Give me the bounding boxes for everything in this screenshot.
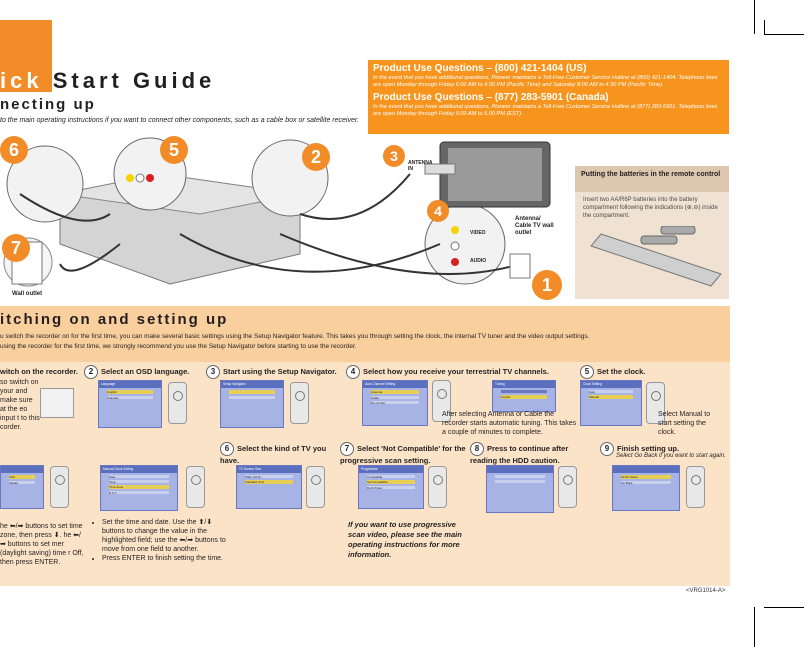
clock-instruction: Set the time and date. Use the ⬆/⬇ butto… [102,518,234,554]
time-zone-instructions: he ⬅/➡ buttons to set time zone, then pr… [0,523,84,566]
battery-text: Insert two AA/R6P batteries into the bat… [583,197,718,219]
progressive-note: If you want to use progressive scan vide… [348,520,462,559]
antenna-wall-outlet-label: Antenna/ Cable TV wall outlet [515,216,554,236]
antenna-in-label: ANTENNA IN [408,160,433,172]
connection-diagram [3,137,551,287]
crop-mark [764,34,804,35]
us-heading: Product Use Questions – (800) 421-1404 (… [373,63,587,74]
hdd-caution-screen [486,465,554,513]
audio-label: AUDIO [470,258,487,264]
tv-screen [40,388,74,418]
step-badge: 1 [532,270,562,300]
page-title: ick Start Guide [0,68,216,93]
remote-icon [432,380,451,422]
crop-mark [764,20,765,34]
step-badge: 3 [383,145,405,167]
step-9-text: Select Go Back if you want to start agai… [616,453,726,459]
step-badge: 5 [160,136,188,164]
section-2-header [0,306,730,362]
remote-icon [686,466,705,508]
section-2-description: using the recorder for the first time, w… [0,343,357,350]
step-1-title: witch on the recorder. [0,367,78,376]
step-5-text: Select Manual to start setting the clock… [658,411,711,436]
section-title-switching-on: itching on and setting up [0,311,229,328]
clock-instructions: Set the time and date. Use the ⬆/⬇ butto… [90,518,234,563]
remote-icon [290,382,309,424]
us-text: In the event that you have additional qu… [373,75,718,88]
step-4-text: After selecting Antenna or Cable the rec… [442,411,577,436]
remote-battery-illustration [590,226,722,287]
wall-outlet-label: Wall outlet [12,291,43,297]
crop-mark [764,607,804,608]
section-description: to the main operating instructions if yo… [0,117,359,124]
crop-mark [754,607,755,647]
remote-icon [428,466,447,508]
step-badge: 6 [0,136,28,164]
video-label: VIDEO [470,230,486,236]
remote-icon [558,466,577,508]
remote-icon [306,466,325,508]
battery-panel: Putting the batteries in the remote cont… [575,166,729,299]
step-badge: 7 [2,234,30,262]
clock-instruction: Press ENTER to finish setting the time. [102,554,234,563]
step-1-text: so switch on your and make sure at the e… [0,379,40,431]
setup-navigator-screen: Setup Navigator [220,380,284,428]
remote-icon [646,382,665,424]
battery-heading: Putting the batteries in the remote cont… [575,166,729,192]
step-badge: 2 [302,143,330,171]
canada-heading: Product Use Questions – (877) 283-5901 (… [373,92,609,103]
remote-icon [50,466,69,508]
step-badge: 4 [427,200,449,222]
section-title-connecting: necting up [0,96,96,113]
remote-icon [168,382,187,424]
crop-mark [754,0,755,34]
product-questions-box: Product Use Questions – (800) 421-1404 (… [368,60,729,134]
title-accent [0,20,52,92]
document-code: <VRG1014-A> [686,588,726,594]
section-2-description: u switch the recorder on for the first t… [0,333,590,340]
remote-icon [186,466,205,508]
canada-text: In the event that you have additional qu… [373,104,718,117]
